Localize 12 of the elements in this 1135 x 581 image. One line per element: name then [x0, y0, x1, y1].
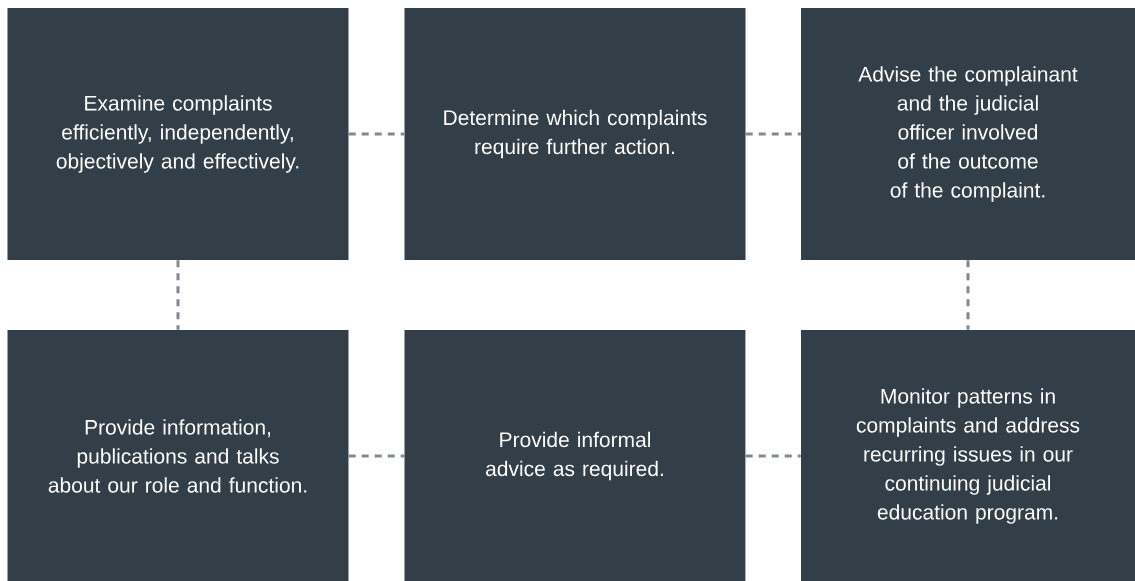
process-box: Determine which complaints require further action. [404, 8, 746, 260]
connector [745, 454, 801, 458]
process-box: Provide informal advice as required. [404, 330, 746, 581]
process-box: Monitor patterns in complaints and address recurring issues in our continuing judicial education program. [801, 330, 1135, 581]
connector [176, 260, 180, 330]
connector [348, 132, 405, 136]
process-box: Provide information, publications and talks about our role and function. [7, 330, 349, 581]
process-box: Examine complaints efficiently, independently, objectively and effectively. [7, 8, 349, 260]
process-box: Advise the complainant and the judicial officer involved of the outcome of the complaint. [801, 8, 1135, 260]
connector [966, 260, 970, 330]
connector [348, 454, 405, 458]
connector [745, 132, 801, 136]
